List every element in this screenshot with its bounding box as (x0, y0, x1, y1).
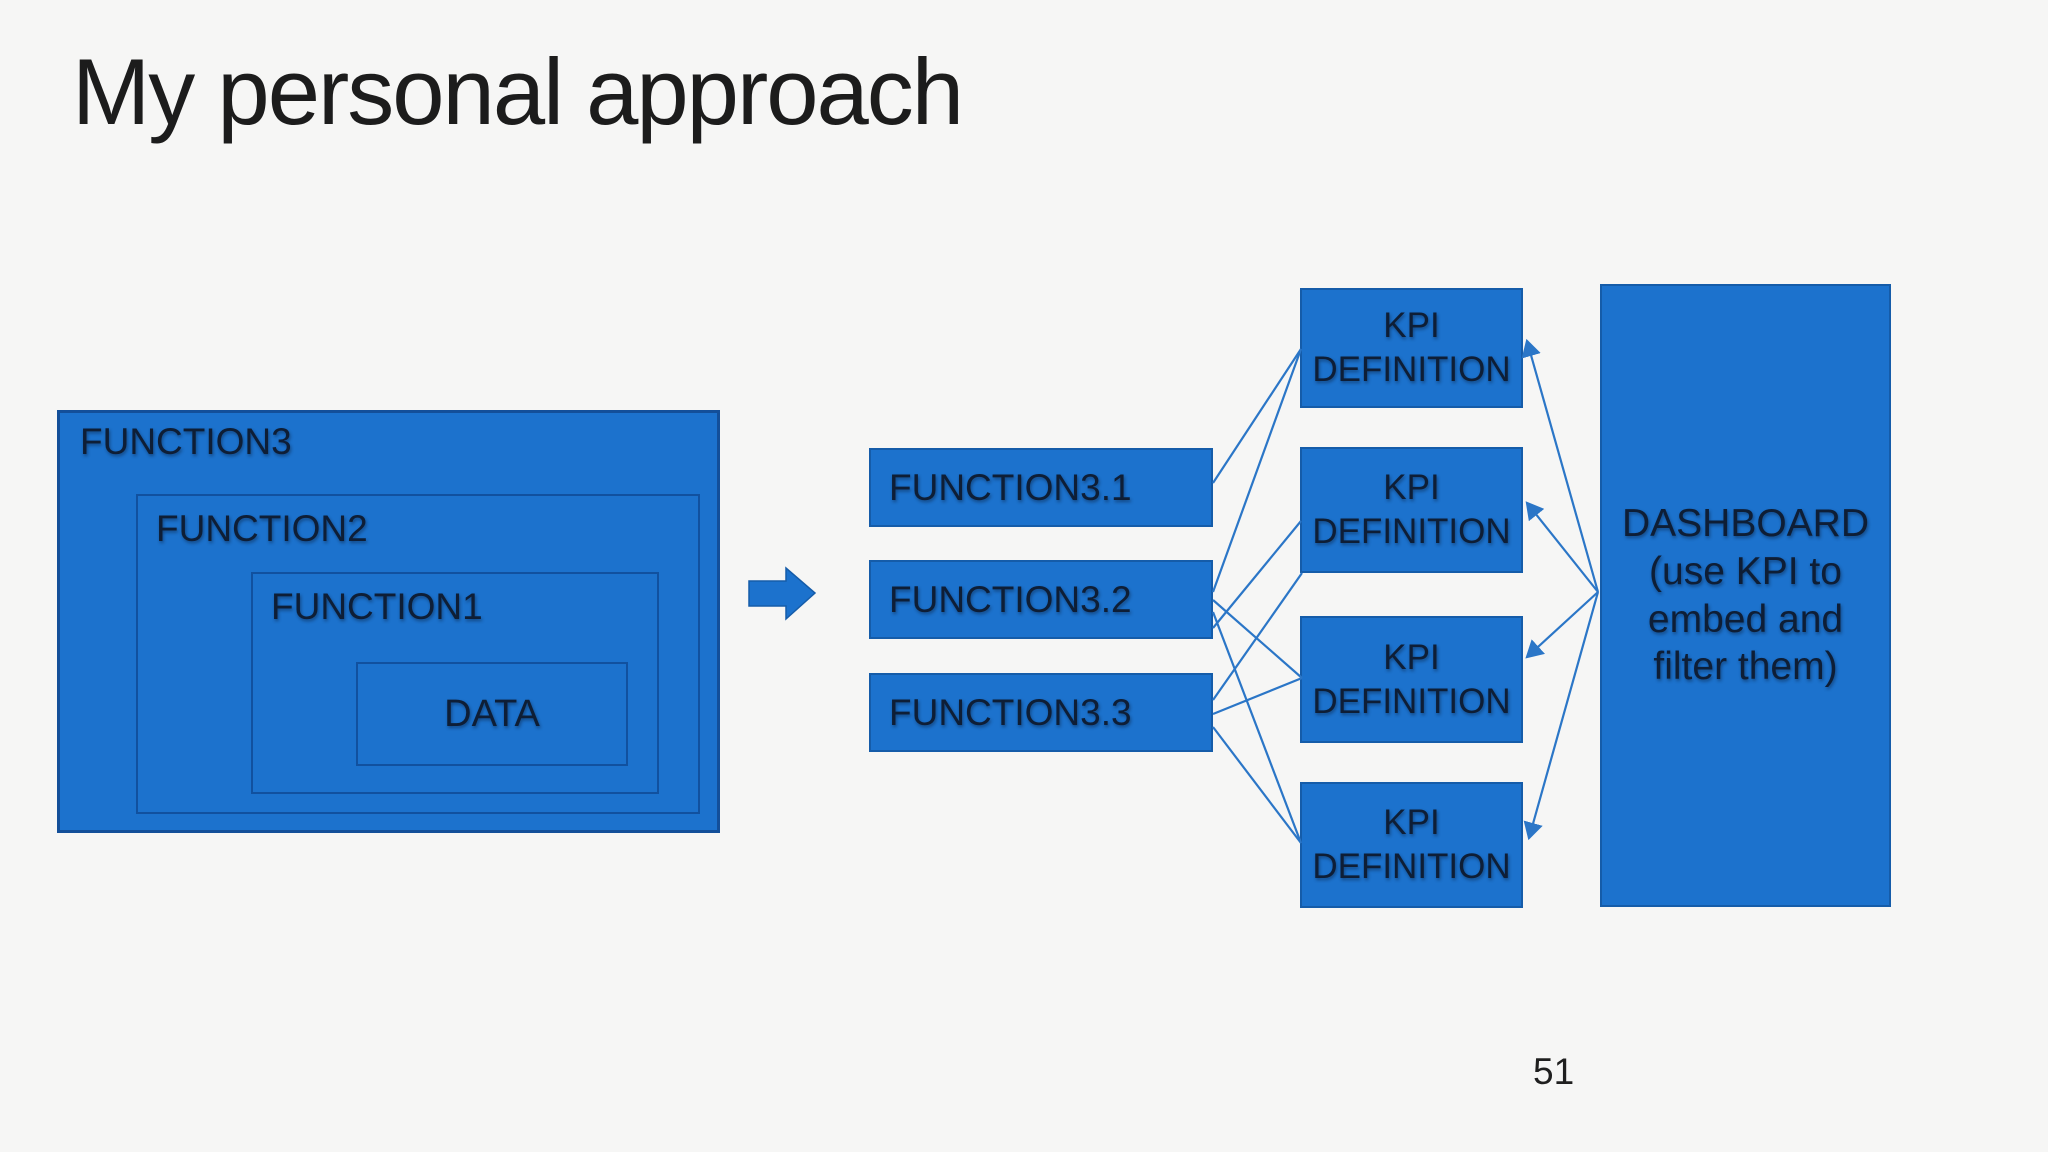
function3-3-box: FUNCTION3.3 (869, 673, 1213, 752)
data-label: DATA (444, 692, 540, 735)
function3-box: FUNCTION3 FUNCTION2 FUNCTION1 DATA (57, 410, 720, 833)
function3-label: FUNCTION3 (80, 421, 292, 462)
edge-f33-kpi4 (1212, 726, 1302, 844)
kpi-definition-box-3: KPI DEFINITION (1300, 616, 1523, 743)
kpi-1-line2: DEFINITION (1312, 350, 1511, 389)
function3-1-label: FUNCTION3.1 (889, 466, 1132, 508)
kpi-1-line1: KPI (1383, 306, 1440, 346)
edge-f31-kpi1 (1212, 348, 1302, 484)
edge-dashboard-kpi1 (1521, 338, 1600, 593)
kpi-4-line1: KPI (1383, 803, 1440, 843)
kpi-4-line2: DEFINITION (1312, 847, 1511, 886)
kpi-3-line2: DEFINITION (1312, 681, 1511, 721)
dashboard-line1: DASHBOARD (1621, 502, 1870, 546)
dashboard-line3: embed and (1647, 597, 1844, 641)
edge-dashboard-kpi2 (1525, 501, 1599, 593)
edge-f33-kpi2 (1212, 572, 1303, 701)
dashboard-box: DASHBOARD (use KPI to embed and filter t… (1600, 284, 1891, 907)
kpi-2-line2: DEFINITION (1312, 512, 1511, 551)
dashboard-line2: (use KPI to (1649, 549, 1842, 593)
function1-box: FUNCTION1 DATA (251, 572, 659, 794)
edge-f33-kpi3 (1212, 676, 1303, 716)
dashboard-line4: filter them) (1653, 645, 1838, 689)
slide-title: My personal approach (72, 39, 964, 144)
data-box: DATA (356, 662, 628, 766)
kpi-definition-box-4: KPI DEFINITION (1300, 782, 1523, 908)
function3-3-label: FUNCTION3.3 (889, 691, 1132, 733)
kpi-2-line1: KPI (1383, 468, 1440, 508)
kpi-definition-box-2: KPI DEFINITION (1300, 447, 1523, 573)
function2-label: FUNCTION2 (156, 508, 368, 549)
edge-f32-kpi2 (1212, 520, 1302, 629)
edge-dashboard-kpi4 (1523, 591, 1600, 841)
edge-dashboard-kpi3 (1525, 591, 1599, 659)
page-number: 51 (1533, 1051, 1575, 1092)
function3-2-box: FUNCTION3.2 (869, 560, 1213, 639)
function3-1-box: FUNCTION3.1 (869, 448, 1213, 527)
edge-f32-kpi3 (1212, 599, 1303, 679)
edge-f32-kpi1 (1211, 348, 1303, 593)
transform-arrow-icon (748, 566, 817, 621)
function3-2-label: FUNCTION3.2 (889, 578, 1132, 620)
kpi-3-line1: KPI (1383, 637, 1440, 677)
function2-box: FUNCTION2 FUNCTION1 DATA (136, 494, 700, 814)
kpi-definition-box-1: KPI DEFINITION (1300, 288, 1523, 408)
edge-f32-kpi4 (1211, 611, 1303, 844)
function1-label: FUNCTION1 (271, 586, 483, 627)
